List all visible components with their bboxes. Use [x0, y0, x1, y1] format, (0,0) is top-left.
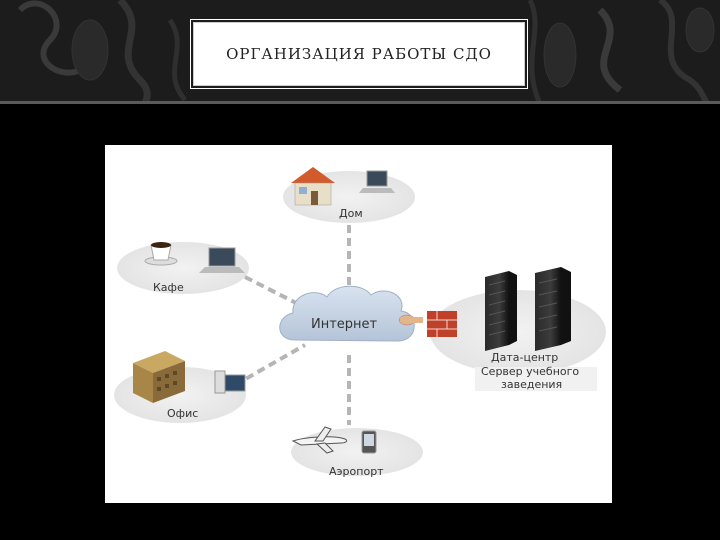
office-label: Офис [167, 407, 198, 420]
network-diagram: Интернет Дом Кафе [105, 145, 612, 503]
desktop-computer-icon [214, 370, 246, 394]
internet-cloud [279, 285, 415, 342]
airport-label: Аэропорт [329, 465, 384, 478]
damask-pattern [17, 0, 720, 104]
server-label-box [475, 367, 597, 391]
datacenter-label: Дата-центр [491, 351, 558, 364]
handshake-icon [398, 314, 423, 326]
server-label-line2: заведения [501, 378, 562, 391]
server-rack-icon [485, 271, 517, 351]
office-building-icon [133, 351, 185, 403]
laptop-icon [199, 247, 245, 273]
header-divider [0, 101, 720, 104]
pda-icon [361, 430, 377, 454]
cafe-label: Кафе [153, 281, 184, 294]
laptop-icon [359, 170, 395, 193]
airplane-icon [291, 426, 348, 454]
internet-label: Интернет [311, 317, 378, 332]
home-label: Дом [339, 207, 363, 220]
firewall-icon [427, 311, 457, 337]
server-label-line1: Сервер учебного [481, 365, 579, 378]
house-icon [291, 167, 335, 206]
header-band: ОРГАНИЗАЦИЯ РАБОТЫ СДО [0, 0, 720, 104]
coffee-cup-icon [144, 242, 178, 266]
slide-title: ОРГАНИЗАЦИЯ РАБОТЫ СДО [226, 45, 492, 63]
server-rack-icon [535, 267, 571, 351]
title-box: ОРГАНИЗАЦИЯ РАБОТЫ СДО [190, 19, 528, 89]
